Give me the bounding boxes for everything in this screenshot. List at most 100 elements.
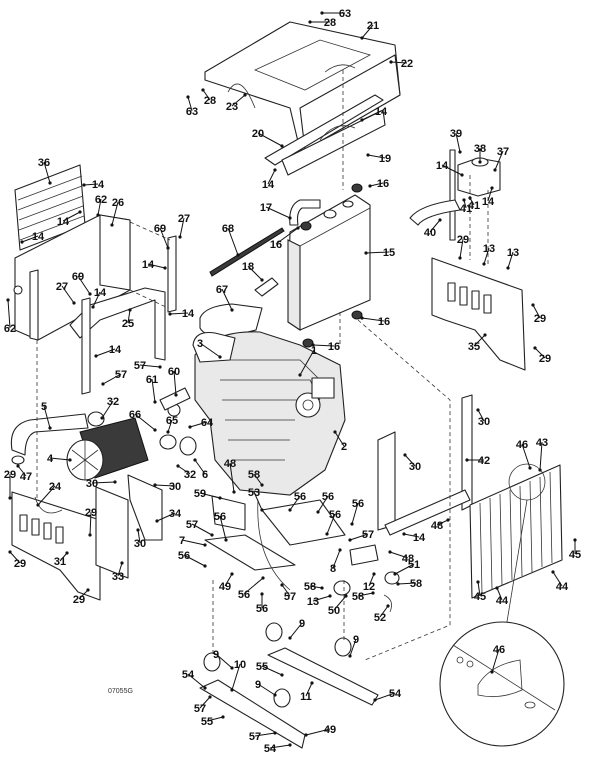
callout-label: 48: [431, 520, 443, 532]
callout-leader-line: [532, 304, 541, 319]
callout-leader-line: [379, 605, 389, 618]
callout-leader-line: [139, 364, 161, 368]
callout-leader-line: [17, 465, 27, 477]
callout-anchor-dot: [368, 184, 372, 188]
callout-leader-line: [534, 347, 546, 359]
callout-label: 12: [363, 581, 375, 593]
callout-leader-line: [219, 515, 227, 541]
callout-54: 54: [373, 688, 402, 702]
callout-anchor-dot: [203, 543, 207, 547]
callout-41: 41: [460, 198, 472, 215]
callout-anchor-dot: [221, 715, 225, 719]
callout-14: 14: [482, 186, 495, 208]
callout-56: 56: [256, 592, 268, 615]
callout-label: 69: [72, 271, 84, 283]
callout-label: 30: [134, 538, 146, 550]
callout-22: 22: [389, 58, 413, 70]
callout-leader-line: [269, 744, 291, 749]
callout-3: 3: [197, 338, 222, 359]
callout-anchor-dot: [153, 483, 157, 487]
callout-leader-line: [95, 348, 116, 357]
callout-56: 56: [238, 576, 265, 601]
callout-label: 57: [134, 360, 146, 372]
callout-label: 14: [32, 231, 45, 243]
callout-leader-line: [305, 682, 313, 697]
callout-label: 41: [460, 203, 472, 215]
callout-leader-line: [206, 716, 224, 722]
callout-anchor-dot: [403, 453, 407, 457]
callout-anchor-dot: [538, 468, 542, 472]
callout-leader-line: [177, 465, 191, 475]
callout-leader-line: [473, 334, 486, 347]
callout-label: 58: [410, 578, 422, 590]
callout-anchor-dot: [230, 572, 234, 576]
callout-label: 68: [222, 223, 234, 235]
callout-14: 14: [94, 344, 122, 358]
callout-leader-line: [309, 585, 323, 589]
callout-leader-line: [361, 317, 385, 322]
callout-anchor-dot: [155, 519, 159, 523]
callout-anchor-dot: [8, 550, 12, 554]
callout-anchor-dot: [16, 464, 20, 468]
callout-label: 31: [54, 556, 66, 568]
callout-40: 40: [424, 218, 442, 239]
callout-leader-line: [9, 551, 21, 564]
callout-leader-line: [483, 247, 490, 265]
callout-29: 29: [531, 303, 546, 325]
callout-leader-line: [539, 441, 543, 471]
callout-label: 4: [47, 453, 54, 465]
callout-29: 29: [4, 469, 16, 500]
callout-label: 37: [497, 146, 509, 158]
callout-leader-line: [154, 484, 176, 487]
callout-anchor-dot: [232, 490, 236, 494]
callout-anchor-dot: [308, 20, 312, 24]
callout-leader-line: [403, 533, 420, 538]
callout-leader-line: [147, 263, 166, 269]
callout-label: 49: [324, 724, 336, 736]
callout-leader-line: [487, 187, 493, 202]
callout-anchor-dot: [344, 594, 348, 598]
callout-leader-line: [332, 549, 341, 569]
callout-label: 33: [112, 571, 124, 583]
callout-label: 69: [154, 223, 166, 235]
callout-55: 55: [256, 661, 284, 677]
callout-69: 69: [154, 223, 170, 250]
callout-anchor-dot: [230, 666, 234, 670]
callout-anchor-dot: [573, 538, 577, 542]
callout-anchor-dot: [88, 292, 92, 296]
callout-anchor-dot: [328, 594, 332, 598]
callout-anchor-dot: [260, 592, 264, 596]
callout-anchor-dot: [100, 416, 104, 420]
callout-label: 7: [179, 535, 185, 547]
callout-leader-line: [459, 238, 464, 259]
callout-anchor-dot: [551, 570, 555, 574]
callout-leader-line: [191, 523, 213, 536]
callout-label: 26: [112, 197, 124, 209]
callout-leader-line: [334, 431, 345, 447]
callout-label: 50: [328, 605, 340, 617]
callout-label: 9: [353, 634, 359, 646]
callout-45: 45: [569, 538, 581, 561]
callout-leader-line: [83, 183, 99, 186]
callout-leader-line: [194, 459, 206, 475]
callout-label: 46: [516, 439, 528, 451]
callout-16: 16: [311, 341, 340, 353]
callout-label: 24: [49, 481, 62, 493]
callout-leader-line: [361, 110, 382, 121]
callout-leader-line: [507, 251, 514, 269]
screen-part: [469, 463, 563, 641]
callout-leader-line: [199, 342, 221, 358]
callout-label: 39: [450, 128, 462, 140]
callout-anchor-dot: [348, 538, 352, 542]
callout-label: 27: [56, 281, 68, 293]
callout-label: 15: [383, 247, 395, 259]
callout-label: 57: [284, 591, 296, 603]
callout-anchor-dot: [186, 95, 190, 99]
callout-leader-line: [312, 344, 335, 347]
callout-16: 16: [368, 178, 389, 190]
callout-leader-line: [397, 582, 417, 585]
callout-anchor-dot: [188, 425, 192, 429]
callout-anchor-dot: [174, 393, 178, 397]
callout-anchor-dot: [243, 93, 247, 97]
screen-frame-part: [377, 394, 473, 536]
